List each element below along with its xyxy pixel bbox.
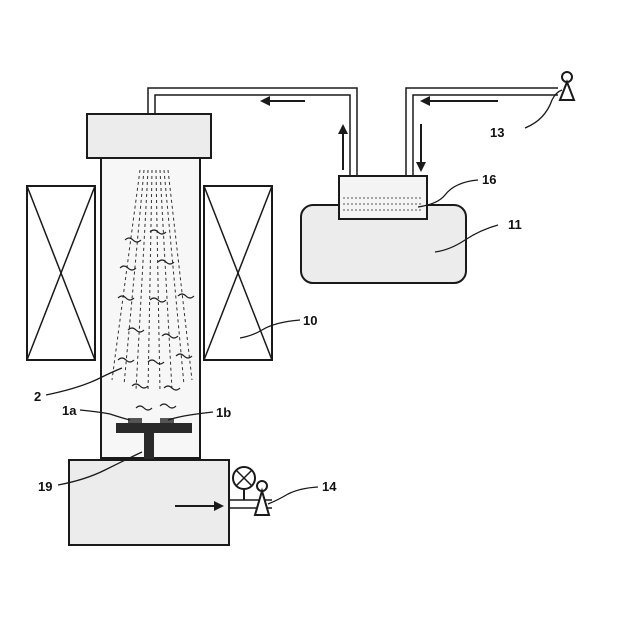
label-13: 13: [490, 125, 504, 140]
label-14: 14: [322, 479, 337, 494]
label-1a: 1a: [62, 403, 77, 418]
label-2: 2: [34, 389, 41, 404]
valve-icon: [233, 467, 255, 500]
right-coil: [204, 186, 272, 360]
label-1b: 1b: [216, 405, 231, 420]
label-10: 10: [303, 313, 317, 328]
label-11: 11: [508, 217, 522, 232]
exhaust-chamber: [69, 460, 229, 545]
reaction-tube: [101, 158, 200, 458]
top-cap: [87, 114, 211, 158]
label-16: 16: [482, 172, 496, 187]
gas-source-icon: [560, 72, 574, 100]
left-coil: [27, 186, 95, 360]
atomizer-box: [339, 176, 427, 219]
pump-icon: [255, 481, 269, 515]
label-19: 19: [38, 479, 52, 494]
